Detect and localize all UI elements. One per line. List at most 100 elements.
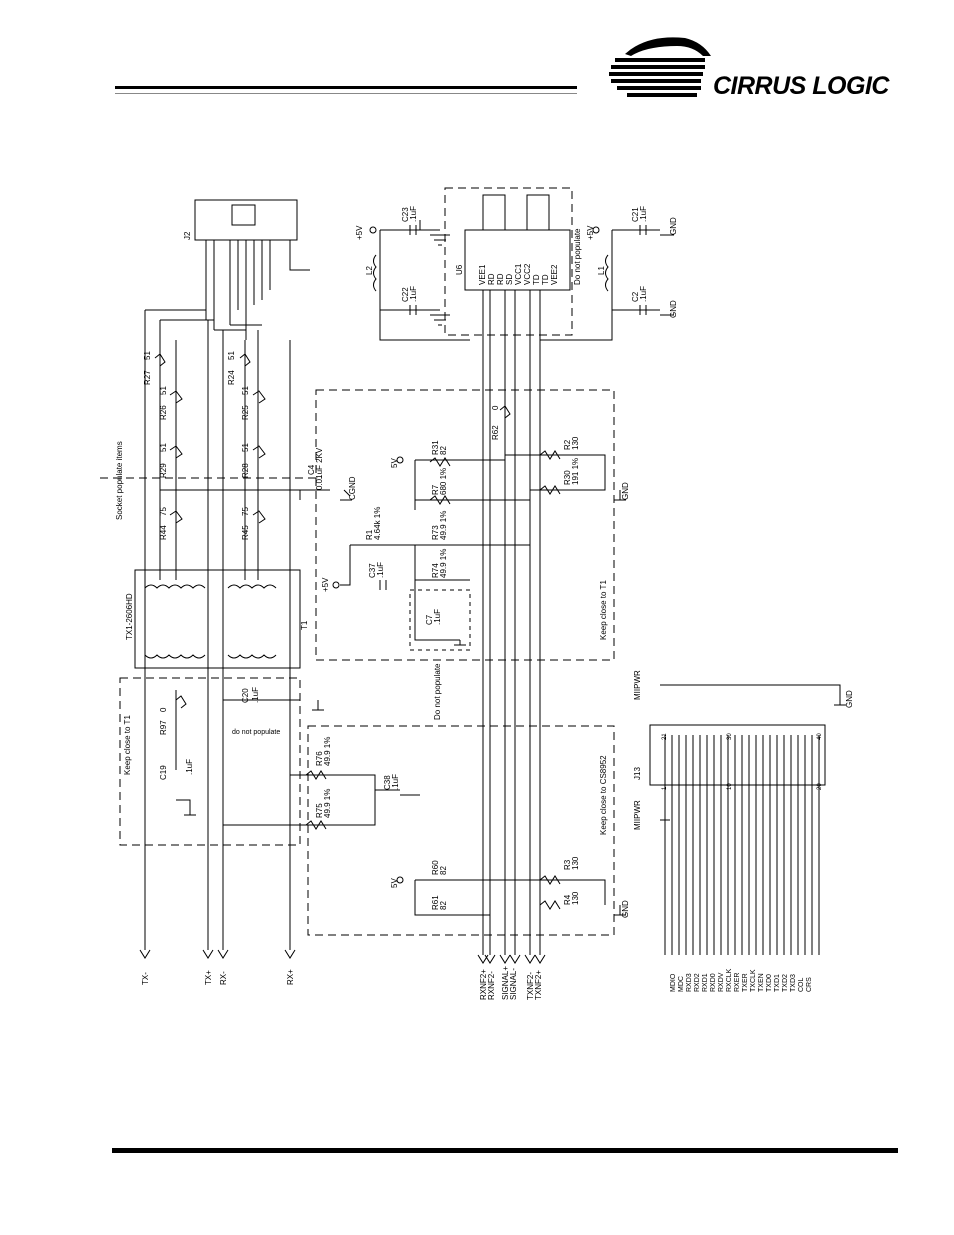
r44-value: 75	[159, 507, 168, 516]
mii-signal: MDC	[678, 976, 685, 992]
r44-label: R44	[159, 525, 168, 540]
u6-pin-5: VCC1	[514, 263, 523, 285]
mii-signal: TXD0	[766, 974, 773, 992]
c22-value: .1uF	[409, 286, 418, 302]
r76-value: 49.9 1%	[323, 737, 332, 766]
mii-signal: RXCLK	[726, 968, 733, 992]
j13-label: J13	[633, 767, 642, 780]
c21-label: C21	[631, 207, 640, 222]
mii-signal: RXD3	[686, 973, 693, 992]
gnd-label-e: GND	[845, 690, 854, 708]
r4-value: 130	[571, 891, 580, 905]
r3-label: R3	[563, 859, 572, 870]
p5v-label-b: +5V	[586, 225, 595, 240]
c19-value: .1uF	[185, 759, 194, 775]
r1-value: 4.64k 1%	[373, 507, 382, 540]
c20-label: C20	[241, 688, 250, 703]
r73-value: 49.9 1%	[439, 511, 448, 540]
u6-pin-3: RD	[496, 273, 505, 285]
footer-rule	[112, 1148, 898, 1153]
r27-value: 51	[143, 351, 152, 360]
gnd-label-d: GND	[621, 900, 630, 918]
r4-label: R4	[563, 894, 572, 905]
l1-label: L1	[597, 266, 606, 275]
r45-label: R45	[241, 525, 250, 540]
keep-close-cs: Keep close to CS8952	[599, 755, 608, 835]
r26-value: 51	[159, 386, 168, 395]
r24-label: R24	[227, 370, 236, 385]
r1-label: R1	[365, 529, 374, 540]
c37-value: .1uF	[376, 562, 385, 578]
c4-label: C4	[307, 464, 316, 475]
j13-pin: 21	[662, 733, 668, 740]
r62-value: 0	[491, 405, 500, 410]
r76-label: R76	[315, 751, 324, 766]
gnd-label-b: GND	[669, 300, 678, 318]
c2-label: C2	[631, 291, 640, 302]
u6-pin-4: SD	[505, 274, 514, 285]
r74-label: R74	[431, 563, 440, 578]
r61-label: R61	[431, 895, 440, 910]
c22-label: C22	[401, 287, 410, 302]
r61-value: 82	[439, 901, 448, 910]
header-rule	[115, 86, 577, 89]
mii-signal: RXD2	[694, 973, 701, 992]
mii-signal: TXEN	[758, 973, 765, 992]
signal-tx-plus: TX+	[204, 970, 213, 985]
c37-label: C37	[368, 563, 377, 578]
l2-label: L2	[365, 266, 374, 275]
c20-note: do not populate	[232, 729, 280, 736]
r29-label: R29	[159, 463, 168, 478]
r25-value: 51	[241, 386, 250, 395]
r25-label: R25	[241, 405, 250, 420]
signal-txnf2-plus: TXNF2+	[534, 970, 543, 1000]
signal-rxnf2-plus: RXNF2+	[479, 969, 488, 1000]
socket-note: Socket populate items	[115, 441, 124, 520]
c20-value: .1uF	[251, 687, 260, 703]
r62-label: R62	[491, 425, 500, 440]
c4-value: 0.01uF 2KV	[315, 447, 324, 490]
c38-value: .1uF	[391, 774, 400, 790]
r7-value: 680 1%	[439, 468, 448, 495]
c7-label: C7	[425, 614, 434, 625]
signal-signal-minus: SIGNAL-	[509, 968, 518, 1000]
mii-signal: RXER	[734, 973, 741, 992]
mii-signal: TXD1	[774, 974, 781, 992]
gnd-label-a: GND	[669, 217, 678, 235]
r31-label: R31	[431, 440, 440, 455]
mii-signal: COL	[798, 978, 805, 993]
r24-value: 51	[227, 351, 236, 360]
keep-close-t1-a: Keep close to T1	[599, 580, 608, 640]
j13-pin: 20	[817, 783, 823, 790]
signal-rxnf2-minus: RXNF2-	[487, 971, 496, 1000]
r74-value: 49.9 1%	[439, 549, 448, 578]
j13-pin: 1	[662, 786, 668, 790]
r30-value: 191 1%	[571, 458, 580, 485]
r28-label: R28	[241, 463, 250, 478]
gnd-label-c: GND	[621, 482, 630, 500]
signal-rx-minus: RX-	[219, 971, 228, 985]
j13-pin: 30	[727, 733, 733, 740]
c38-label: C38	[383, 775, 392, 790]
u6-pin-8: TD	[541, 274, 550, 285]
u6-pin-7: TD	[532, 274, 541, 285]
u6-pin-1: VEE1	[478, 264, 487, 285]
r28-value: 51	[241, 443, 250, 452]
header-rule-thin	[115, 93, 577, 94]
signal-tx-minus: TX-	[141, 972, 150, 985]
cgnd-label: CGND	[348, 476, 357, 500]
cirrus-logo-icon	[609, 37, 711, 97]
signal-signal-plus: SIGNAL+	[501, 966, 510, 1000]
r27-label: R27	[143, 370, 152, 385]
r2-label: R2	[563, 439, 572, 450]
p5v-label-e: 5V	[390, 878, 399, 888]
r97-label: R97	[159, 720, 168, 735]
r73-label: R73	[431, 525, 440, 540]
r7-label: R7	[431, 484, 440, 495]
c2-value: .1uF	[639, 286, 648, 302]
mii-signal: MDIO	[670, 973, 677, 992]
miipwr-label-b: MIIPWR	[633, 800, 642, 830]
u6-label: U6	[455, 264, 464, 275]
u6-pin-9: VEE2	[550, 264, 559, 285]
